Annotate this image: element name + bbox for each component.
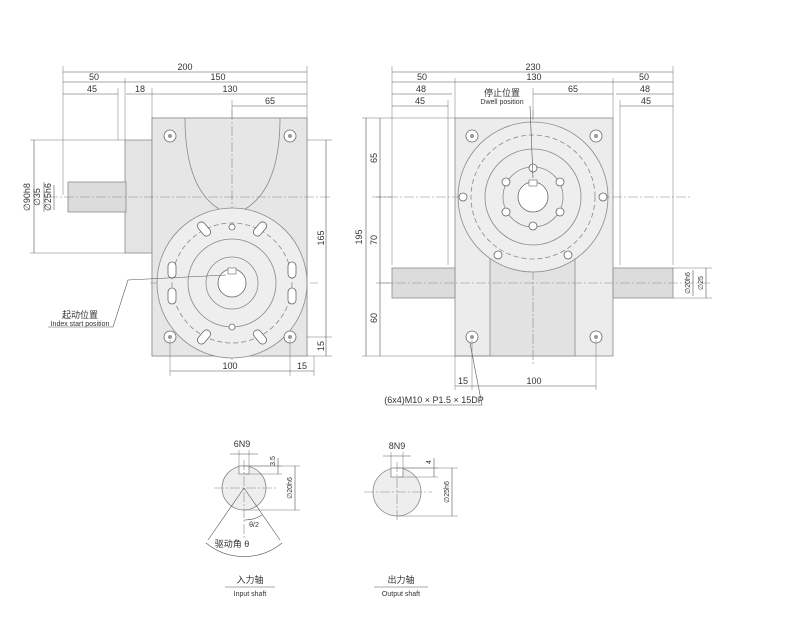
dim-195: 195	[354, 229, 364, 244]
output-dia-label: ∅25h6	[444, 481, 451, 503]
thread-note: (6x4)M10 × P1.5 × 15DP	[384, 395, 484, 405]
motor-flange	[124, 139, 154, 254]
dim-15-right: 15	[316, 341, 326, 351]
dim-65: 65	[265, 96, 275, 106]
output-depth-label: 4	[426, 460, 433, 464]
dim-45-l: 45	[415, 96, 425, 106]
dim-dia25h6: ∅25h6	[43, 183, 53, 211]
input-depth-label: 3.5	[270, 456, 277, 466]
dim-100: 100	[222, 361, 237, 371]
dim-15-bottom: 15	[297, 361, 307, 371]
input-shaft-detail: 6N9 3.5 ∅20h6 θ/2 驱动角 θ 入力轴 Input shaft	[205, 439, 300, 598]
dim-130-r: 130	[526, 72, 541, 82]
callout-index-start-cn: 起动位置	[62, 309, 98, 320]
dim-50: 50	[89, 72, 99, 82]
dim-15-rb: 15	[458, 376, 468, 386]
output-shaft-detail: 8N9 4 ∅25h6 出力轴 Output shaft	[364, 441, 458, 598]
dim-45: 45	[87, 84, 97, 94]
output-key-label: 8N9	[389, 441, 406, 451]
angle-half-label: θ/2	[249, 522, 259, 529]
dim-65-r: 65	[568, 84, 578, 94]
dim-dia90h8: ∅90h8	[22, 183, 32, 211]
dim-130: 130	[222, 84, 237, 94]
dim-48-l: 48	[416, 84, 426, 94]
dim-dia35: ∅35	[32, 188, 42, 206]
right-view: 230 50 130 50 48 48 45 65 45	[354, 62, 712, 406]
dim-18: 18	[135, 84, 145, 94]
dim-200: 200	[177, 62, 192, 72]
input-caption-en: Input shaft	[234, 591, 267, 598]
dim-150: 150	[210, 72, 225, 82]
output-caption-cn: 出力轴	[387, 574, 414, 585]
dim-60-v: 60	[369, 313, 379, 323]
output-caption-en: Output shaft	[382, 591, 420, 598]
callout-index-start-en: Index start position	[51, 321, 110, 328]
left-view: 200 50 150 45 18 130 65	[22, 62, 332, 376]
input-dia-label: ∅20h6	[287, 477, 294, 499]
dim-100-rb: 100	[526, 376, 541, 386]
input-key-label: 6N9	[234, 439, 251, 449]
dim-dia20h6-r: ∅20h6	[685, 272, 692, 294]
angle-full-label: 驱动角 θ	[215, 538, 250, 549]
input-caption-cn: 入力轴	[236, 574, 263, 585]
dim-50-l: 50	[417, 72, 427, 82]
dim-dia25-r: ∅25	[698, 276, 705, 290]
dim-48-r: 48	[640, 84, 650, 94]
callout-dwell-cn: 停止位置	[484, 87, 520, 98]
dim-45-r: 45	[641, 96, 651, 106]
dim-65-v: 65	[369, 153, 379, 163]
dim-230: 230	[525, 62, 540, 72]
callout-dwell-en: Dwell position	[480, 99, 523, 106]
dim-165: 165	[316, 230, 326, 245]
dim-50-r: 50	[639, 72, 649, 82]
dim-70-v: 70	[369, 235, 379, 245]
